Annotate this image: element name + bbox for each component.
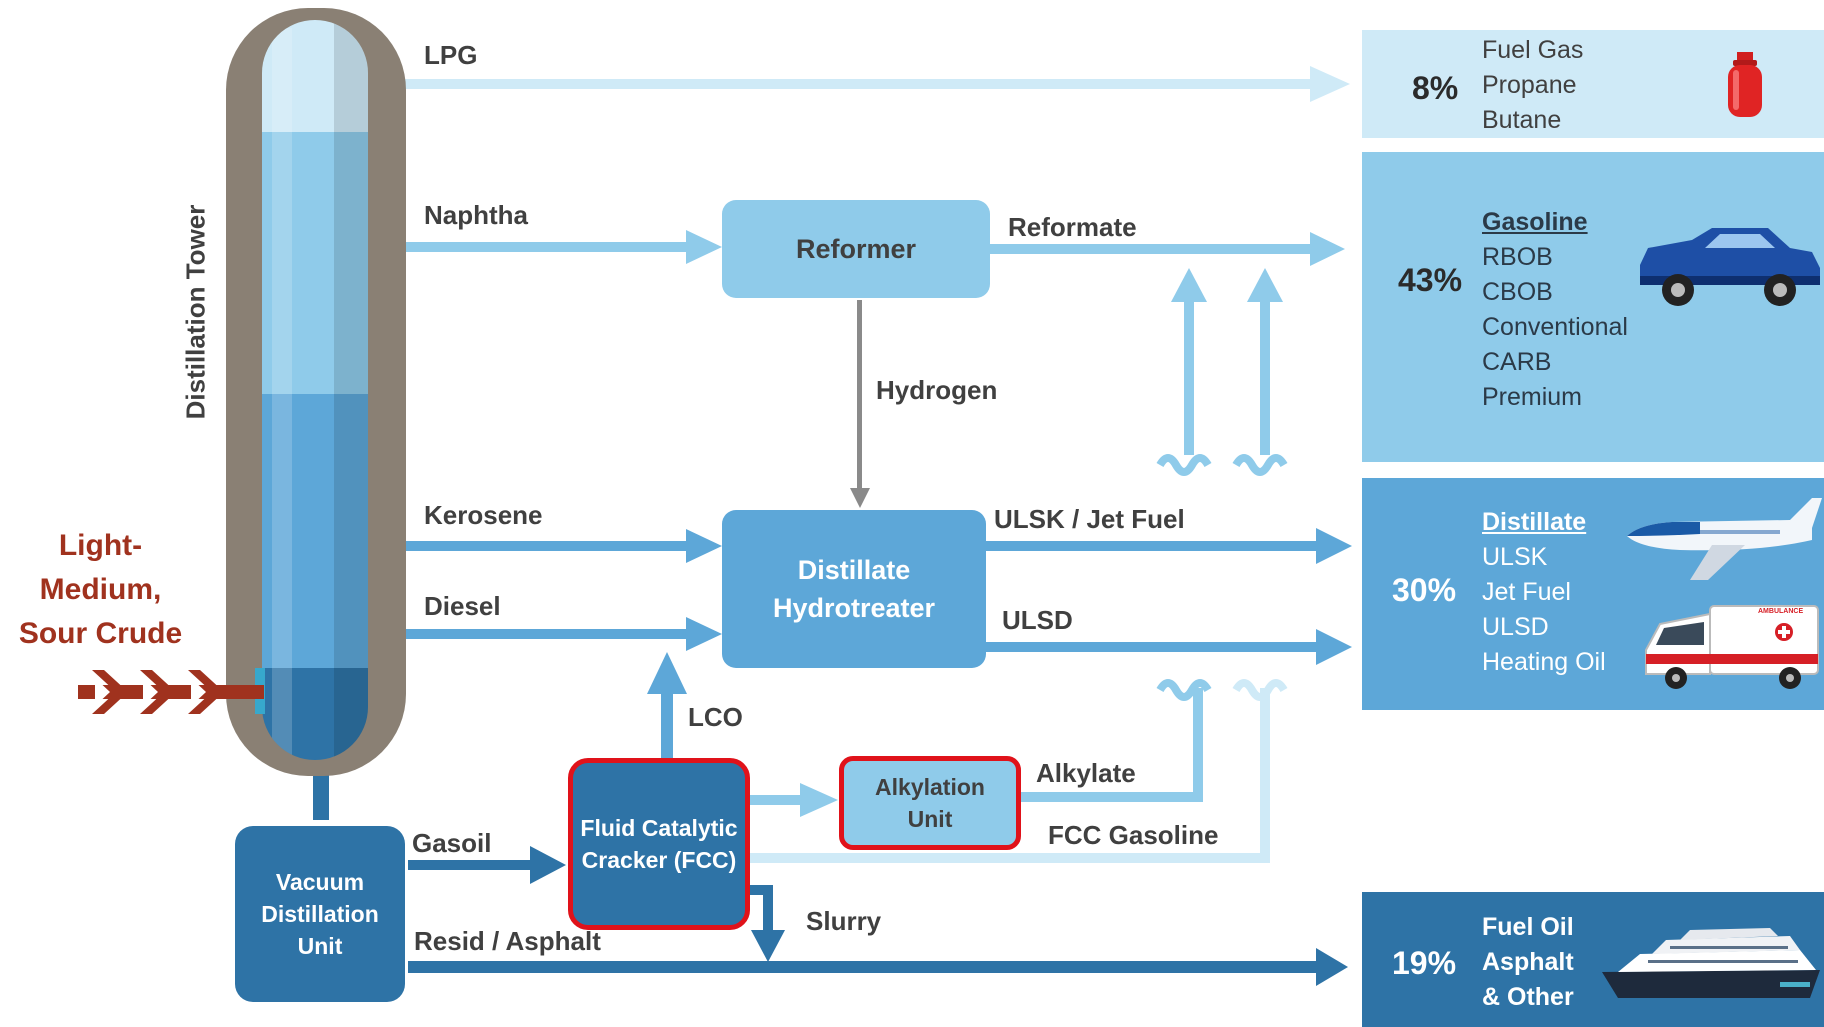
resid-arrowhead xyxy=(1316,948,1348,986)
lco-arrowhead xyxy=(647,652,687,694)
naphtha-label: Naphtha xyxy=(424,200,528,230)
lpg-label: LPG xyxy=(424,40,478,70)
diesel-label: Diesel xyxy=(424,591,501,621)
distillate-title: Distillate xyxy=(1482,508,1587,536)
tower-label: Distillation Tower xyxy=(180,204,211,420)
kerosene-arrowhead xyxy=(686,529,722,563)
alkylate-label: Alkylate xyxy=(1036,758,1136,788)
lco-label: LCO xyxy=(688,702,743,732)
fcc-unit: Fluid Catalytic Cracker (FCC) xyxy=(568,758,750,930)
gasoline-product-panel xyxy=(1362,152,1824,462)
reformer-unit: Reformer xyxy=(722,200,990,298)
product-item: Conventional xyxy=(1482,313,1628,341)
alky-feed-arrowhead xyxy=(800,783,838,817)
distillate-percent: 30% xyxy=(1392,572,1457,608)
crude-label: Light- Medium, Sour Crude xyxy=(18,529,183,650)
vacuum-label-line2: Distillation xyxy=(261,901,379,927)
fuel-oil-percent: 19% xyxy=(1392,945,1457,981)
product-item: Asphalt xyxy=(1482,948,1574,976)
vacuum-label-line3: Unit xyxy=(297,933,343,959)
product-item: Heating Oil xyxy=(1482,648,1606,676)
propane-tank-icon xyxy=(1728,52,1762,117)
alkylate-up-arrowhead xyxy=(1171,268,1207,302)
lpg-percent: 8% xyxy=(1412,70,1459,106)
product-item: & Other xyxy=(1482,983,1574,1011)
fcc-gasoline-label: FCC Gasoline xyxy=(1048,820,1219,850)
alkylation-label-line1: Alkylation xyxy=(875,774,985,800)
ulsk-arrowhead xyxy=(1316,528,1352,564)
product-item: ULSD xyxy=(1482,613,1549,641)
fcc-label-line2: Cracker (FCC) xyxy=(581,847,737,873)
reformer-label: Reformer xyxy=(795,233,917,264)
slurry-arrowhead xyxy=(751,930,785,962)
ambulance-icon xyxy=(1645,605,1819,689)
product-item: CBOB xyxy=(1482,278,1553,306)
gasoline-percent: 43% xyxy=(1398,262,1463,298)
product-item: Fuel Gas xyxy=(1482,36,1584,64)
vacuum-label-line1: Vacuum xyxy=(275,869,365,895)
hydrotreater-label-line1: Distillate xyxy=(797,555,911,585)
product-item: ULSK xyxy=(1482,543,1548,571)
ambulance-text: AMBULANCE xyxy=(1758,608,1804,615)
distillation-tower xyxy=(226,8,406,776)
car-icon xyxy=(1640,228,1820,306)
gasoline-product-list: Gasoline RBOB CBOB Conventional CARB Pre… xyxy=(1482,205,1628,415)
product-item: Propane xyxy=(1482,71,1577,99)
product-item: Premium xyxy=(1482,383,1583,411)
distillate-hydrotreater-unit: Distillate Hydrotreater xyxy=(722,510,986,668)
reformate-arrowhead xyxy=(1310,232,1345,266)
reformate-label: Reformate xyxy=(1008,212,1137,242)
alkylation-label-line2: Unit xyxy=(907,806,953,832)
lpg-arrowhead xyxy=(1310,66,1350,102)
hydrotreater-label-line2: Hydrotreater xyxy=(772,593,936,623)
lpg-product-list: Fuel Gas Propane Butane xyxy=(1482,33,1583,138)
gasoil-label: Gasoil xyxy=(412,828,492,858)
product-item: RBOB xyxy=(1482,243,1553,271)
kerosene-label: Kerosene xyxy=(424,500,543,530)
slurry-label: Slurry xyxy=(806,906,882,936)
crude-feed-arrows xyxy=(78,670,264,714)
product-item: Fuel Oil xyxy=(1482,913,1574,941)
resid-asphalt-label: Resid / Asphalt xyxy=(414,926,601,956)
hydrogen-arrowhead xyxy=(850,488,870,508)
product-item: Jet Fuel xyxy=(1482,578,1571,606)
alkylation-unit: Alkylation Unit xyxy=(839,756,1021,850)
hydrogen-label: Hydrogen xyxy=(876,375,998,405)
fcc-gasoline-up-arrowhead xyxy=(1247,268,1283,302)
diesel-arrowhead xyxy=(686,617,722,651)
product-item: CARB xyxy=(1482,348,1552,376)
airplane-icon xyxy=(1627,498,1822,580)
distillate-product-list: Distillate ULSK Jet Fuel ULSD Heating Oi… xyxy=(1482,505,1606,680)
ulsd-label: ULSD xyxy=(1002,605,1073,635)
product-item: Butane xyxy=(1482,106,1562,134)
ulsk-jet-label: ULSK / Jet Fuel xyxy=(994,504,1185,534)
fuel-oil-product-list: Fuel Oil Asphalt & Other xyxy=(1482,910,1574,1015)
vacuum-distillation-unit: Vacuum Distillation Unit xyxy=(235,826,405,1002)
cruise-ship-icon xyxy=(1602,928,1820,998)
fcc-label-line1: Fluid Catalytic xyxy=(580,815,738,841)
gasoil-arrowhead xyxy=(530,846,566,884)
naphtha-arrowhead xyxy=(686,230,722,264)
ulsd-arrowhead xyxy=(1316,629,1352,665)
gasoline-title: Gasoline xyxy=(1482,208,1588,236)
